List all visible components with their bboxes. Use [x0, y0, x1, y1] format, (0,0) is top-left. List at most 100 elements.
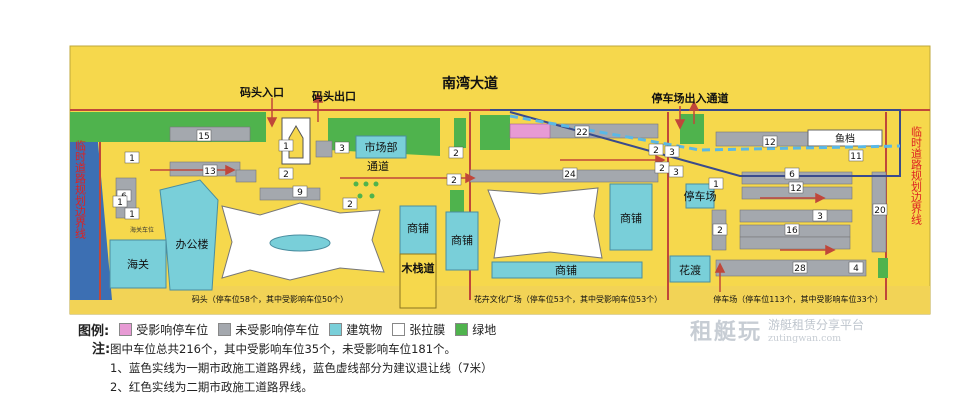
lot-number: 2 — [283, 170, 289, 180]
lot-badge — [792, 261, 808, 274]
market-dept-building — [355, 135, 407, 159]
watermark-url: zutingwan.com — [768, 333, 842, 344]
lot-badge — [448, 146, 464, 159]
lot-number: 1 — [283, 142, 289, 152]
left-boundary-label: 临时道路规划边界线 — [74, 139, 87, 239]
lot-badge — [784, 223, 800, 236]
lot-badge — [334, 141, 350, 154]
note-line-2: 1、蓝色实线为一期市政施工道路界线，蓝色虚线部分为建议退让线（7米） — [110, 361, 493, 375]
customs-building — [109, 239, 167, 289]
watermark: 租艇玩 游艇租赁分享平台 zutingwan.com — [690, 314, 864, 346]
fish-stall-label: 鱼档 — [835, 132, 855, 145]
lot-badge — [648, 143, 664, 156]
right-boundary-label: 临时道路规划边界线 — [910, 125, 923, 225]
legend-label: 受影响停车位 — [136, 322, 209, 337]
lot-badge — [664, 145, 680, 158]
fountain — [269, 234, 331, 252]
note-line-1: 图中车位总共216个，其中受影响车位35个，未受影响车位181个。 — [110, 342, 457, 356]
shop-label-2: 商铺 — [451, 233, 473, 247]
legend-item-affected: 受影响停车位 — [119, 321, 208, 338]
ferry-building — [669, 255, 711, 283]
legend-label: 未受影响停车位 — [235, 322, 320, 337]
shop-label-4: 商铺 — [555, 263, 577, 277]
legend-item-unaffected: 未受影响停车位 — [218, 321, 319, 338]
zone-pier-label: 码头（停车位58个，其中受影响车位50个） — [192, 294, 348, 304]
buildings — [109, 135, 715, 291]
legend-swatch — [119, 322, 133, 336]
lot-badge — [872, 203, 888, 216]
legend-swatch — [455, 322, 469, 336]
lot-number: 6 — [789, 170, 795, 180]
lot-number: 9 — [297, 188, 303, 198]
lot-number: 20 — [874, 206, 886, 216]
lot-number: 13 — [204, 167, 215, 177]
zone-plaza-label: 花卉文化广场（停车位53个，其中受影响车位53个） — [474, 294, 662, 304]
blue-construction-line — [490, 109, 901, 177]
lot-number: 2 — [453, 149, 459, 159]
parking-access-label: 停车场出入通道 — [652, 91, 729, 105]
lot-number: 1 — [117, 198, 123, 208]
customs-label: 海关 — [127, 257, 149, 271]
lot-number: 28 — [794, 264, 806, 274]
watermark-title: 租艇玩 — [690, 319, 763, 345]
blue-setback-line — [509, 114, 901, 152]
legend-item-building: 建筑物 — [329, 321, 382, 338]
lot-badge — [124, 151, 140, 164]
zone-band — [70, 286, 930, 314]
lot-badge — [708, 177, 724, 190]
left-boundary-zone — [70, 120, 112, 300]
plants — [353, 181, 379, 199]
lot-number: 15 — [198, 132, 209, 142]
lot-number: 3 — [669, 148, 675, 158]
notes-lead: 注: — [92, 342, 111, 357]
lot-badge — [762, 135, 778, 148]
lot-badge — [848, 149, 864, 162]
lot-number: 3 — [339, 144, 345, 154]
lot-number: 12 — [764, 138, 775, 148]
traffic-arrows — [150, 92, 836, 292]
shop-building-1 — [399, 205, 437, 255]
lot-number: 2 — [653, 146, 659, 156]
shop-building-2 — [445, 211, 479, 271]
lot-badge — [574, 125, 590, 138]
lot-number: 1 — [129, 210, 135, 220]
legend-swatch — [218, 322, 232, 336]
legend: 图例: 受影响停车位 未受影响停车位 建筑物 张拉膜 绿地 — [78, 318, 638, 340]
legend-swatch — [329, 322, 343, 336]
legend-label: 张拉膜 — [409, 322, 446, 337]
ferry-label: 花渡 — [679, 263, 701, 277]
pier-exit-label: 码头出口 — [312, 89, 356, 103]
road-main-label: 南湾大道 — [442, 75, 498, 92]
lot-number: 16 — [786, 226, 798, 236]
legend-item-green: 绿地 — [455, 321, 496, 338]
lot-number-labels: 1513192261132222242321312612162820113421 — [112, 125, 888, 274]
lot-number: 2 — [659, 164, 665, 174]
pier-entrance-label: 码头入口 — [240, 85, 284, 99]
lot-number: 1 — [129, 154, 135, 164]
lot-number: 2 — [451, 176, 457, 186]
lot-badge — [784, 167, 800, 180]
lot-number: 24 — [564, 170, 576, 180]
lot-badge — [668, 165, 684, 178]
lot-badge — [342, 197, 358, 210]
lot-badge — [446, 173, 462, 186]
lot-badge — [812, 209, 828, 222]
boardwalk-label: 木栈道 — [401, 261, 435, 275]
parking-affected — [509, 123, 551, 139]
lot-badge — [278, 139, 294, 152]
lot-badge — [124, 207, 140, 220]
legend-item-membrane: 张拉膜 — [392, 321, 445, 338]
lot-number: 3 — [673, 168, 679, 178]
lot-number: 3 — [817, 212, 823, 222]
lot-badge — [112, 195, 128, 208]
lot-badge — [562, 167, 578, 180]
shop-building-4 — [491, 261, 643, 279]
market-dept-label: 市场部 — [365, 140, 398, 154]
lot-badge — [848, 261, 864, 274]
legend-label: 建筑物 — [346, 322, 383, 337]
office-label: 办公楼 — [176, 237, 209, 251]
shop-label-1: 商铺 — [407, 221, 429, 235]
legend-title: 图例: — [78, 323, 110, 339]
passage-label: 通道 — [367, 159, 389, 173]
lot-badge — [712, 223, 728, 236]
